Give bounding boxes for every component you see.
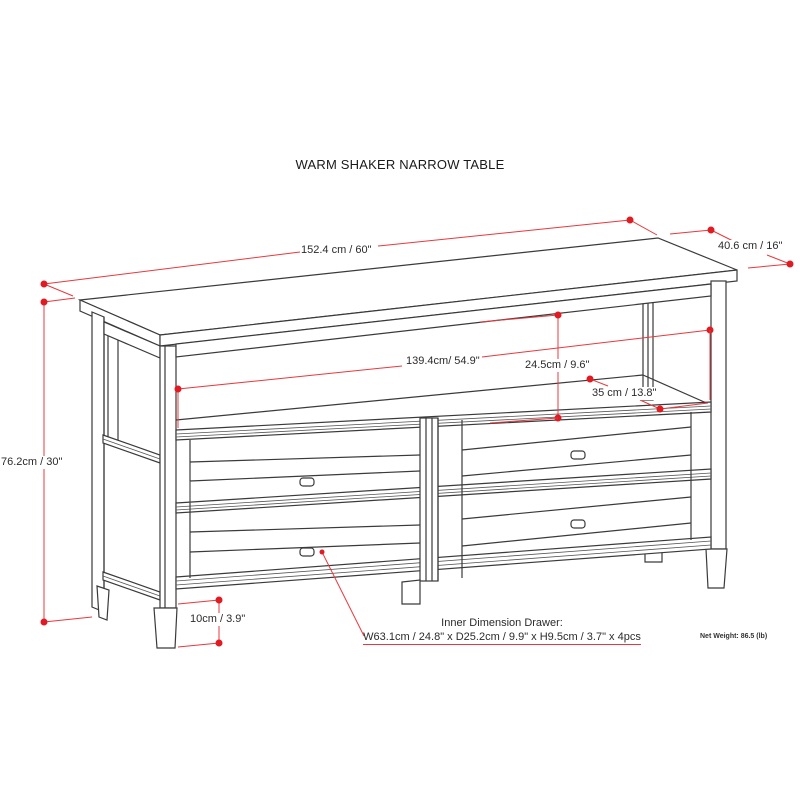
front-apron bbox=[175, 283, 712, 358]
drawer-pull-icon bbox=[299, 477, 315, 487]
floor-clearance-label: 10cm / 3.9" bbox=[189, 613, 247, 626]
shelf-depth-label: 35 cm / 13.8" bbox=[591, 387, 658, 400]
shelf-height-label: 24.5cm / 9.6" bbox=[524, 359, 591, 372]
front-left-leg bbox=[153, 345, 178, 649]
center-leg bbox=[401, 579, 421, 605]
drawer-pull-icon bbox=[570, 519, 586, 529]
inner-width-label: 139.4cm/ 54.9" bbox=[405, 355, 481, 368]
drawer-cabinet bbox=[175, 401, 712, 590]
open-shelf bbox=[175, 374, 712, 421]
inner-drawer-spec: W63.1cm / 24.8" x D25.2cm / 9.9" x H9.5c… bbox=[363, 631, 641, 645]
drawer-top-left[interactable] bbox=[189, 454, 421, 503]
overall-width-label: 152.4 cm / 60" bbox=[300, 244, 373, 257]
overall-height-label: 76.2cm / 30" bbox=[0, 456, 64, 469]
net-weight: Net Weight: 86.5 (lb) bbox=[700, 633, 768, 640]
drawer-top-right[interactable] bbox=[461, 420, 692, 578]
diagram-title: WARM SHAKER NARROW TABLE bbox=[295, 157, 505, 172]
left-side bbox=[91, 311, 161, 621]
drawer-pull-icon bbox=[299, 547, 315, 557]
inner-drawer-dimensions: Inner Dimension Drawer: W63.1cm / 24.8" … bbox=[334, 616, 670, 645]
drawer-bottom-right[interactable] bbox=[461, 496, 692, 547]
drawer-pull-icon bbox=[570, 450, 586, 460]
overall-depth-label: 40.6 cm / 16" bbox=[717, 240, 784, 253]
inner-drawer-heading: Inner Dimension Drawer: bbox=[441, 617, 563, 629]
drawer-bottom-left[interactable] bbox=[189, 524, 421, 557]
dimension-lines bbox=[40, 216, 794, 648]
table-top bbox=[77, 237, 738, 347]
